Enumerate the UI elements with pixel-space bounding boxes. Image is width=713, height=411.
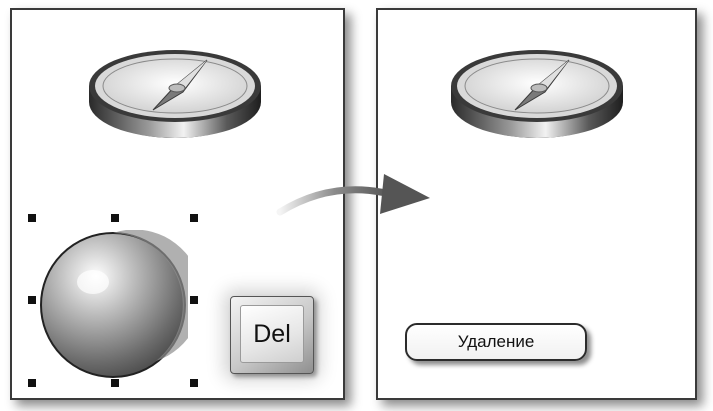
selection-handle[interactable]	[28, 379, 36, 387]
sphere-shape[interactable]	[38, 230, 188, 380]
selection-handle[interactable]	[111, 214, 119, 222]
compass-icon	[451, 50, 623, 138]
delete-action-label: Удаление	[405, 323, 587, 361]
selection-handle[interactable]	[28, 296, 36, 304]
selection-handle[interactable]	[111, 379, 119, 387]
selection-handle[interactable]	[28, 214, 36, 222]
selection-handle[interactable]	[190, 296, 198, 304]
compass-icon	[89, 50, 261, 138]
del-key[interactable]: Del	[230, 296, 314, 374]
del-key-label: Del	[240, 305, 304, 363]
arrow-icon	[276, 174, 430, 216]
selection-handle[interactable]	[190, 379, 198, 387]
selection-handle[interactable]	[190, 214, 198, 222]
